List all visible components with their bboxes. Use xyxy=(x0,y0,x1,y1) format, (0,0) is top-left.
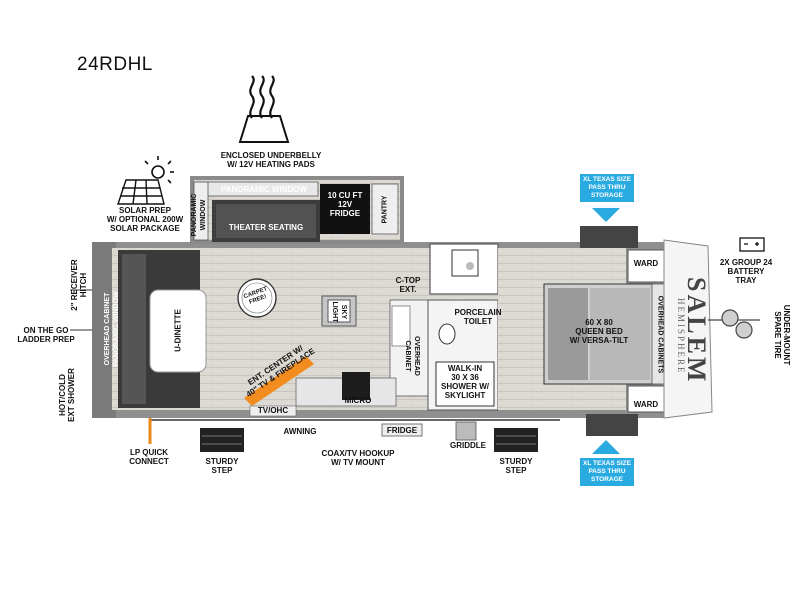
fridge-10cuft-label: 10 CU FT 12V FRIDGE xyxy=(327,191,363,218)
pantry-label: PANTRY xyxy=(381,195,389,224)
panoramic-window-side-label: PANORAMIC WINDOW xyxy=(191,193,207,237)
coax-hookup-label: COAX/TV HOOKUP W/ TV MOUNT xyxy=(321,449,395,467)
sturdy-step-right-label: STURDY STEP xyxy=(499,457,533,475)
solar-label: SOLAR PREP W/ OPTIONAL 200W SOLAR PACKAG… xyxy=(106,206,184,233)
xl-storage-bottom-label: XL TEXAS SIZE PASS THRU STORAGE xyxy=(580,458,634,486)
underbelly-label: ENCLOSED UNDERBELLY W/ 12V HEATING PADS xyxy=(220,151,322,169)
queen-bed-label: 60 X 80 QUEEN BED W/ VERSA-TILT xyxy=(569,318,629,345)
up-arrow-icon xyxy=(592,440,620,454)
solar-panel-icon xyxy=(117,179,165,205)
micro-label: MICRO xyxy=(344,396,372,405)
porcelain-toilet-label: PORCELAIN TOILET xyxy=(454,308,502,326)
spare-tire-icon xyxy=(708,309,760,339)
down-arrow-icon xyxy=(592,208,620,222)
overhead-cabinets-rear-label: OVERHEAD CABINETS xyxy=(656,295,664,374)
awning-label: AWNING xyxy=(283,427,317,436)
brand-sub-logo: HEMISPHERE xyxy=(676,298,686,375)
heat-icon xyxy=(238,75,290,143)
spare-tire-label: UNDER-MOUNT SPARE TIRE xyxy=(773,304,791,366)
panoramic-window-top-label: PANORAMIC WINDOW xyxy=(220,185,308,194)
battery-icon xyxy=(739,237,765,252)
xl-storage-top-label: XL TEXAS SIZE PASS THRU STORAGE xyxy=(580,174,634,202)
ext-shower-label: HOT/COLD EXT SHOWER xyxy=(58,368,76,422)
u-dinette-label: U-DINETTE xyxy=(173,309,183,352)
receiver-hitch-label: 2" RECEIVER HITCH xyxy=(70,259,88,311)
ladder-prep-label: ON THE GO LADDER PREP xyxy=(17,326,75,344)
lp-connect-label: LP QUICK CONNECT xyxy=(129,448,169,466)
griddle-label: GRIDDLE xyxy=(450,441,486,450)
theater-seating-label: THEATER SEATING xyxy=(228,223,304,232)
ward-top-label: WARD xyxy=(633,259,659,268)
sturdy-step-left-label: STURDY STEP xyxy=(205,457,239,475)
skylight-label: SKY LIGHT xyxy=(331,301,347,323)
battery-tray-label: 2X GROUP 24 BATTERY TRAY xyxy=(719,258,773,285)
model-title: 24RDHL xyxy=(77,54,153,75)
overhead-cabinet-front-label: OVERHEAD CABINET PANORAMIC WINDOW xyxy=(104,291,120,367)
outdoor-fridge-label: FRIDGE xyxy=(386,426,418,435)
ward-bottom-label: WARD xyxy=(633,400,659,409)
carpet-free-badge xyxy=(237,278,277,318)
ctop-ext-label: C-TOP EXT. xyxy=(395,276,421,294)
sun-icon xyxy=(144,156,174,184)
overhead-cabinet-mid-label: OVERHEAD CABINET xyxy=(404,336,420,376)
tv-ohc-label: TV/OHC xyxy=(257,406,289,415)
walk-in-shower-label: WALK-IN 30 X 36 SHOWER W/ SKYLIGHT xyxy=(441,364,489,400)
